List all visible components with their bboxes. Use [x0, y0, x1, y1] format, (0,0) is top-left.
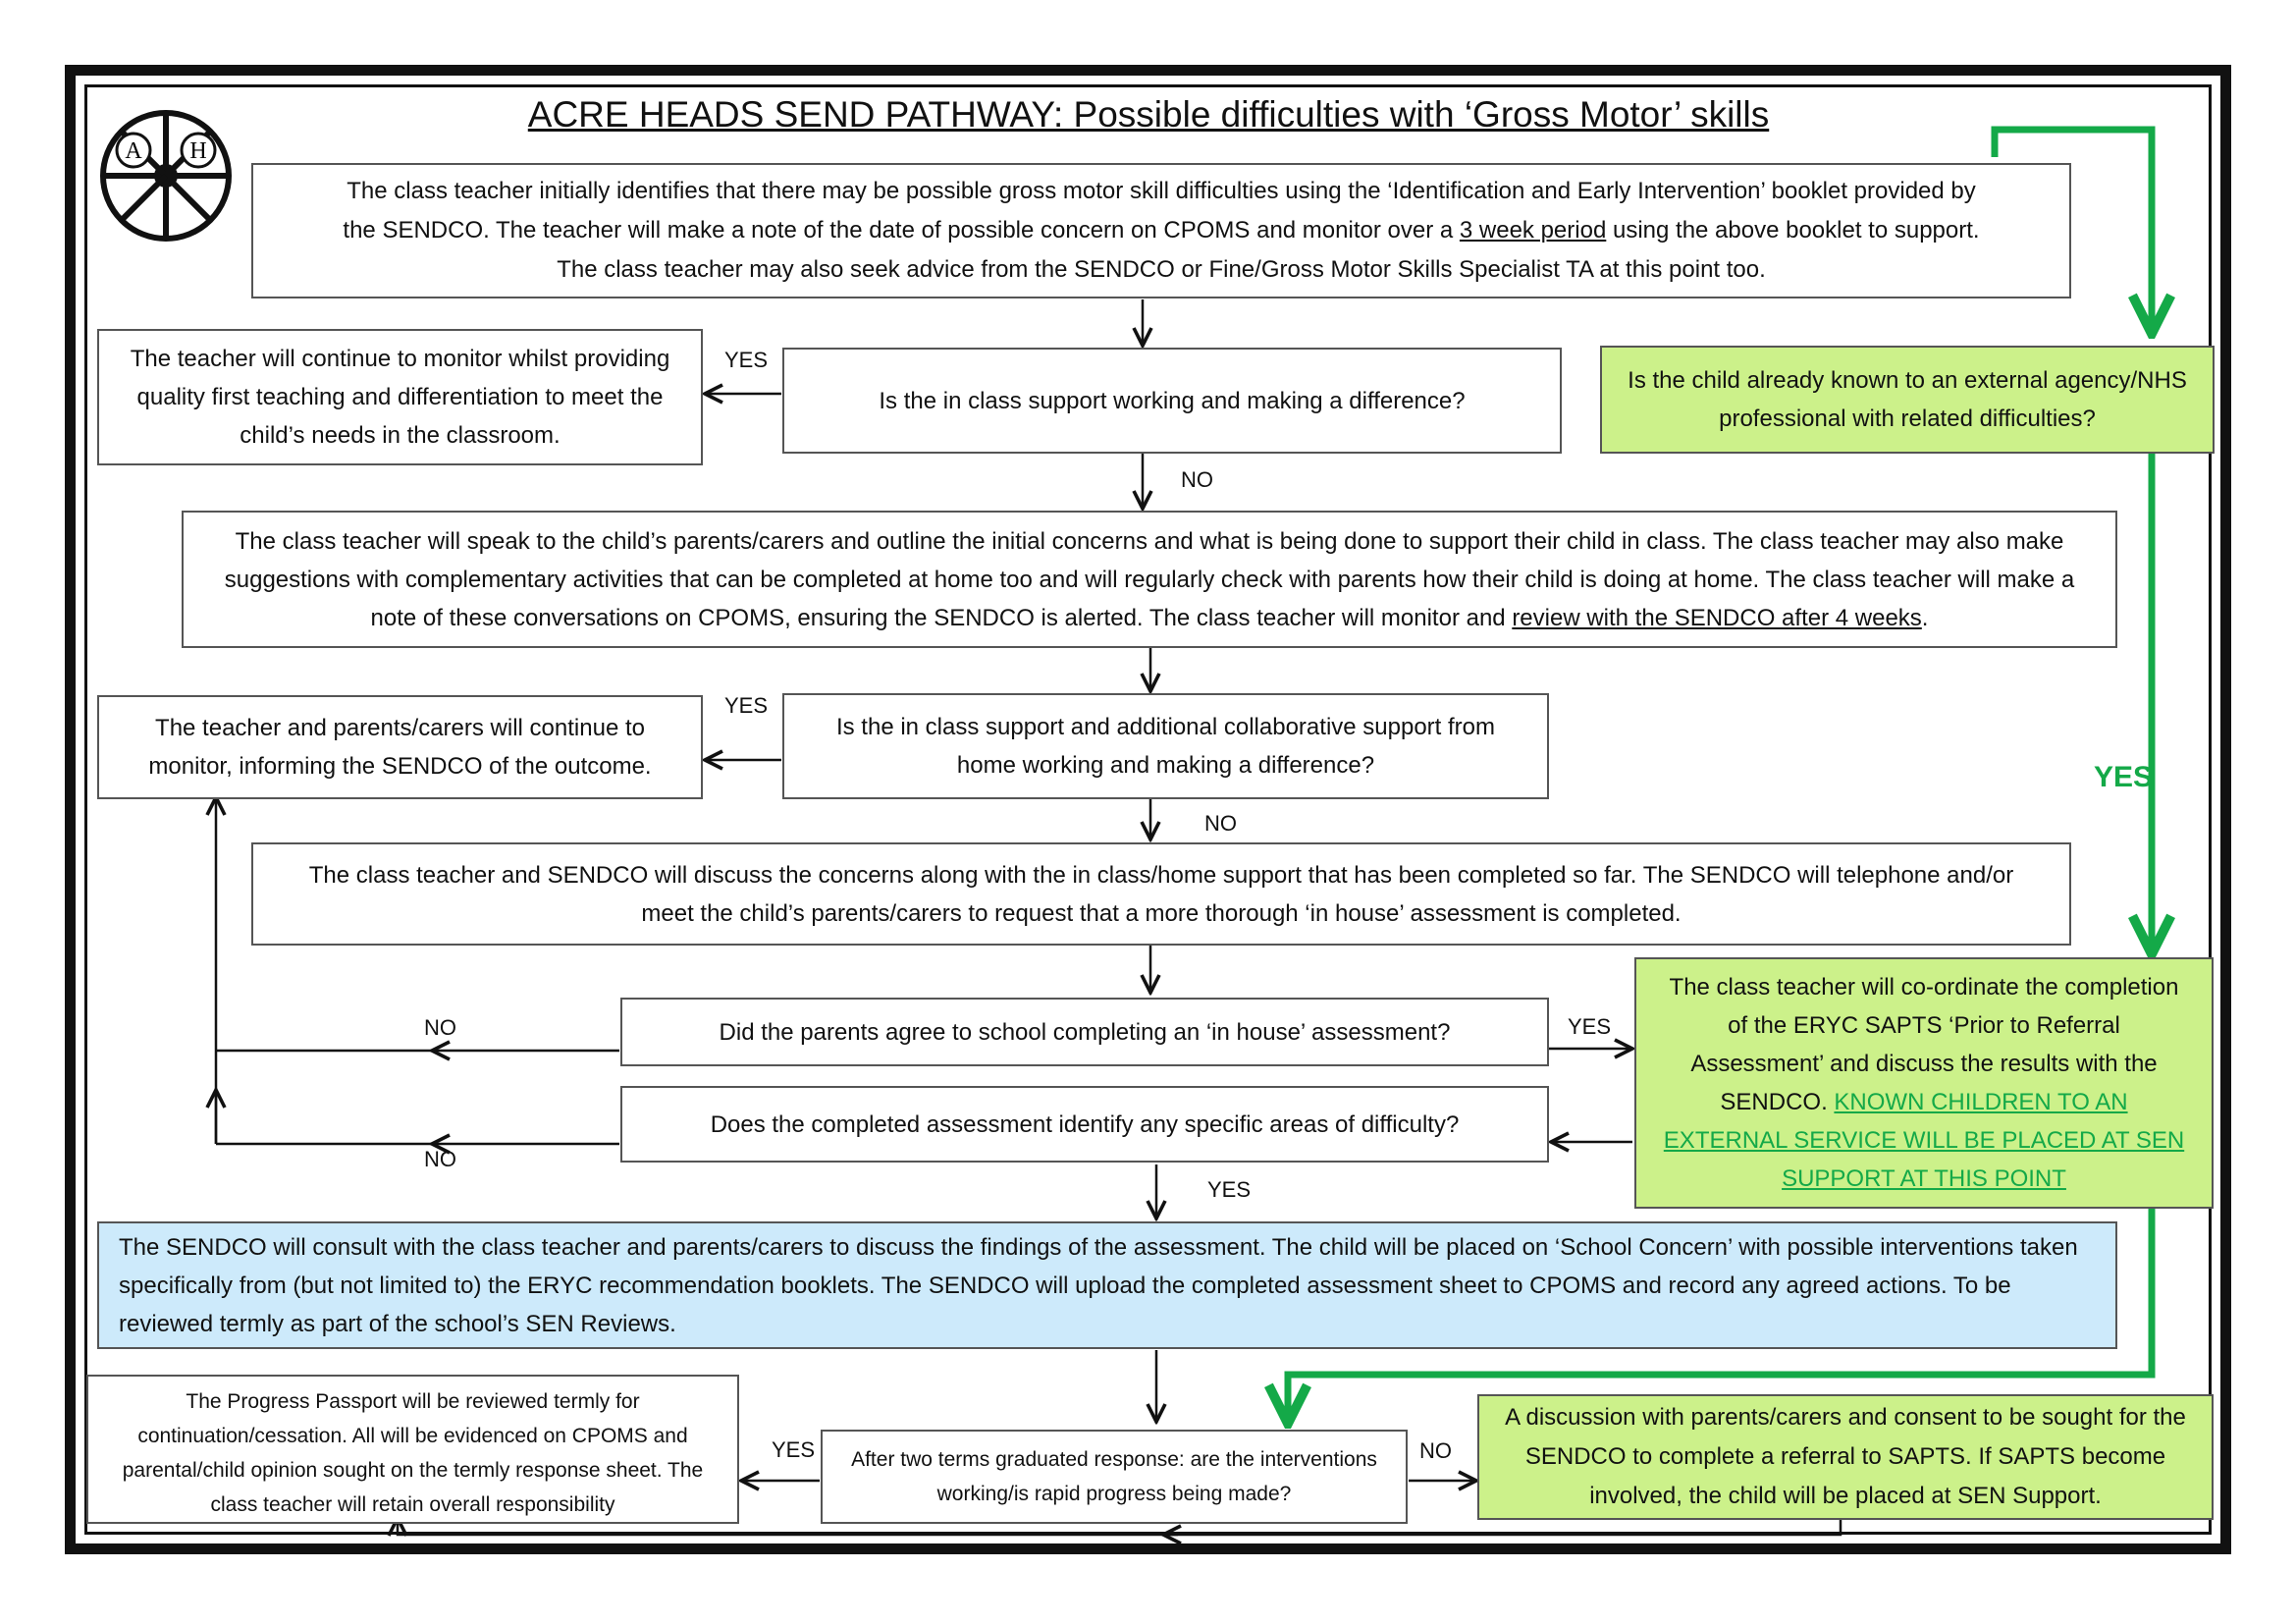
- question-two-terms-box: After two terms graduated response: are …: [821, 1430, 1408, 1524]
- continue-monitor-box: The teacher will continue to monitor whi…: [97, 329, 703, 465]
- label-yes-in-class: YES: [724, 348, 769, 372]
- label-no-two-terms: NO: [1419, 1438, 1452, 1463]
- question-in-class-box: Is the in class support working and maki…: [782, 348, 1562, 454]
- label-no-identify: NO: [424, 1147, 456, 1171]
- label-yes-agree: YES: [1568, 1014, 1612, 1039]
- outer-frame: [65, 65, 2231, 1554]
- question-collaborative-box: Is the in class support and additional c…: [782, 693, 1549, 799]
- parents-continue-box: The teacher and parents/carers will cont…: [97, 695, 703, 799]
- label-no-in-class: NO: [1181, 467, 1213, 492]
- question-external-agency-box: Is the child already known to an externa…: [1600, 346, 2215, 454]
- wheel-logo-icon: A H: [100, 110, 232, 242]
- label-no-agree: NO: [424, 1015, 456, 1040]
- page-title: ACRE HEADS SEND PATHWAY: Possible diffic…: [527, 94, 1770, 135]
- discuss-box: The class teacher and SENDCO will discus…: [251, 842, 2071, 946]
- question-identify-box: Does the completed assessment identify a…: [620, 1086, 1549, 1163]
- logo-letter-a: A: [125, 138, 142, 164]
- inner-frame: [84, 84, 2212, 1535]
- label-no-collab: NO: [1204, 811, 1237, 836]
- identify-box: The class teacher initially identifies t…: [251, 163, 2071, 298]
- label-yes-collab: YES: [724, 693, 769, 718]
- known-children-link[interactable]: KNOWN CHILDREN TO AN EXTERNAL SERVICE WI…: [1663, 1089, 2185, 1192]
- question-agree-box: Did the parents agree to school completi…: [620, 998, 1549, 1066]
- label-yes-identify: YES: [1207, 1177, 1252, 1202]
- progress-passport-box: The Progress Passport will be reviewed t…: [86, 1375, 739, 1524]
- consult-box: The SENDCO will consult with the class t…: [97, 1221, 2117, 1349]
- identify-line2: the SENDCO. The teacher will make a note…: [343, 217, 1980, 244]
- label-yes-external: YES: [2094, 761, 2154, 793]
- identify-line3: The class teacher may also seek advice f…: [557, 256, 1766, 283]
- referral-box: A discussion with parents/carers and con…: [1477, 1394, 2214, 1520]
- coordinate-assessment-box: The class teacher will co-ordinate the c…: [1634, 957, 2214, 1209]
- speak-parents-box: The class teacher will speak to the chil…: [182, 511, 2117, 648]
- logo-letter-h: H: [189, 138, 206, 164]
- identify-line1: The class teacher initially identifies t…: [347, 178, 1976, 204]
- label-yes-two-terms: YES: [772, 1437, 816, 1462]
